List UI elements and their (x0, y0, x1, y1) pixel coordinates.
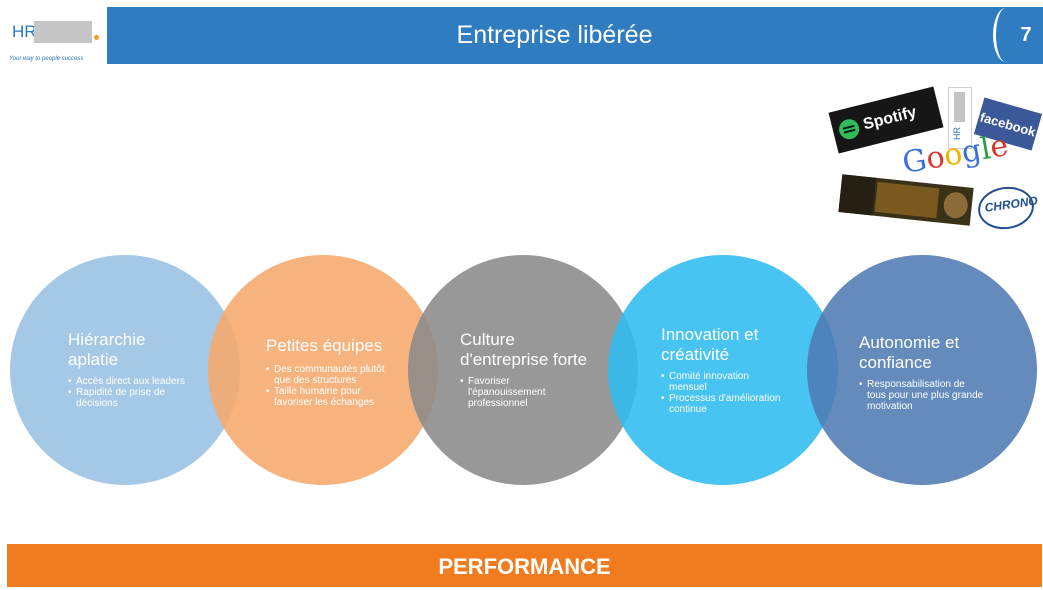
circle-bullets: Comité innovation mensuel Processus d'am… (661, 371, 780, 415)
logo-redaction (34, 21, 92, 43)
circle-title: Autonomie et confiance (859, 333, 983, 373)
bullet-item: Comité innovation (661, 371, 780, 382)
circle-title: Hiérarchie aplatie (68, 330, 185, 370)
bullet-item: Rapidité de prise de (68, 387, 185, 398)
bullet-continuation: favoriser les échanges (274, 397, 375, 408)
bullet-continuation: mensuel (669, 382, 707, 393)
hr-brand-badge: HR (948, 87, 972, 149)
performance-bar (7, 544, 1042, 587)
bullet-continuation: que des structures (274, 375, 357, 386)
circle-text-innovation: Innovation et créativité Comité innovati… (661, 325, 780, 415)
logo-dot (94, 35, 99, 40)
circle-autonomie (807, 255, 1037, 485)
circle-title-line: d'entreprise forte (460, 350, 588, 369)
circle-title-line: Culture (460, 330, 515, 349)
circle-innovation (608, 255, 838, 485)
bullet-continuation: motivation (867, 401, 913, 412)
performance-label: PERFORMANCE (438, 554, 611, 579)
circle-bullets: Des communautés plutôt que des structure… (266, 364, 385, 408)
circle-culture (408, 255, 638, 485)
circle-title-line: Autonomie et (859, 333, 960, 352)
circle-title-line: Petites équipes (266, 336, 383, 355)
bullet-item: Accès direct aux leaders (68, 376, 185, 387)
page-number-arc (993, 8, 1019, 62)
circle-title-line: aplatie (68, 350, 119, 369)
hr-badge-redaction (954, 92, 965, 122)
bullet-continuation: professionnel (468, 398, 528, 409)
circle-title-line: Hiérarchie (68, 330, 146, 349)
circle-text-petites-equipes: Petites équipes Des communautés plutôt q… (266, 336, 385, 408)
circle-text-autonomie: Autonomie et confiance Responsabilisatio… (859, 333, 983, 412)
circle-bullets: Accès direct aux leaders Rapidité de pri… (68, 376, 185, 409)
logo-tagline: Your way to people success (9, 56, 84, 62)
bullet-continuation: l'épanouissement (468, 387, 546, 398)
bullet-item: Des communautés plutôt (266, 364, 385, 375)
bullet-item: Taille humaine pour (266, 386, 385, 397)
slide-title: Entreprise libérée (456, 21, 653, 49)
circle-bullets: Responsabilisation de tous pour une plus… (859, 379, 983, 412)
header-bar (107, 7, 1002, 64)
bullet-item: Responsabilisation de (859, 379, 983, 390)
circle-bullets: Favoriser l'épanouissement professionnel (460, 376, 587, 409)
bullet-item: Favoriser (460, 376, 587, 387)
bullet-continuation: continue (669, 404, 707, 415)
circle-hierarchie (10, 255, 240, 485)
bullet-continuation: décisions (76, 398, 118, 409)
bullet-item: Processus d'amélioration (661, 393, 780, 404)
brand-logo-collage: Spotify HR facebook Google CHRONO (828, 85, 1043, 235)
logo-text: HR (12, 22, 37, 41)
circle-title-line: confiance (859, 353, 932, 372)
circle-title: Innovation et créativité (661, 325, 780, 365)
bullet-continuation: tous pour une plus grande (867, 390, 984, 401)
circle-title: Petites équipes (266, 336, 385, 356)
page-number: 7 (1020, 24, 1032, 46)
company-logo: HR Your way to people success (4, 4, 104, 66)
circle-title-line: créativité (661, 345, 730, 364)
circle-text-culture: Culture d'entreprise forte Favoriser l'é… (460, 330, 587, 409)
circle-title-line: Innovation et (661, 325, 759, 344)
circle-text-hierarchie: Hiérarchie aplatie Accès direct aux lead… (68, 330, 185, 409)
circle-title: Culture d'entreprise forte (460, 330, 587, 370)
